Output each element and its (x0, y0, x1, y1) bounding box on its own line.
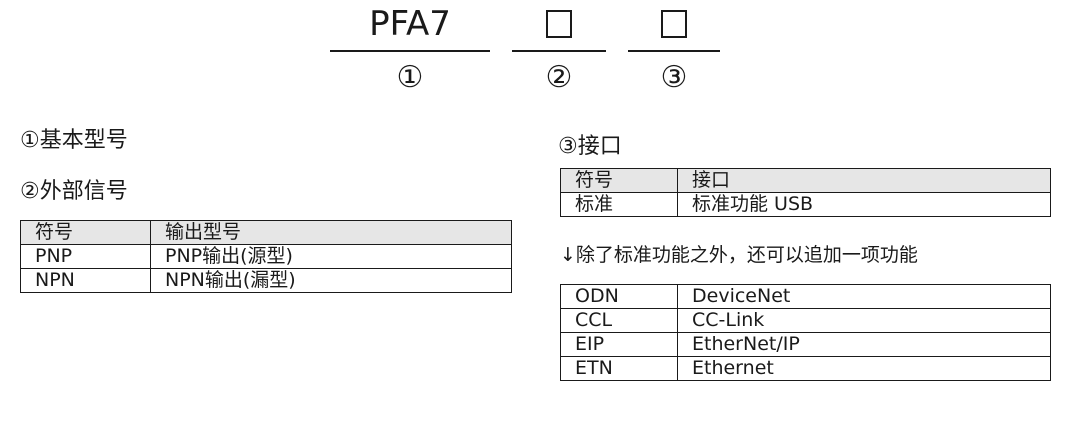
interface-header-symbol: 符号 (560, 168, 678, 193)
table-row: EIP EtherNet/IP (560, 332, 1051, 357)
option-row-1-symbol: ODN (560, 284, 678, 309)
table-row: PNP PNP输出(源型) (20, 244, 512, 269)
interface-row-1-desc: 标准功能 USB (677, 192, 1051, 217)
signal-row-2-desc: NPN输出(漏型) (150, 268, 512, 293)
slot-3-box (661, 10, 687, 38)
marker-3: ③ (660, 60, 688, 95)
model-code-base-underline (330, 50, 490, 52)
interface-header-interface: 接口 (677, 168, 1051, 193)
section-signal-title: ②外部信号 (20, 179, 128, 204)
table-row: ODN DeviceNet (560, 284, 1051, 309)
marker-2: ② (545, 60, 573, 95)
option-row-4-desc: Ethernet (677, 356, 1051, 381)
interface-note: ↓除了标准功能之外，还可以追加一项功能 (560, 244, 918, 266)
option-row-2-symbol: CCL (560, 308, 678, 333)
table-row: ETN Ethernet (560, 356, 1051, 381)
slot-2-box (546, 10, 572, 38)
signal-row-1-symbol: PNP (20, 244, 151, 269)
model-code-slot-2-underline (512, 50, 606, 52)
marker-1: ① (396, 60, 424, 95)
option-row-2-desc: CC-Link (677, 308, 1051, 333)
interface-table: 符号 接口 标准 标准功能 USB (560, 168, 1051, 217)
table-row: NPN NPN输出(漏型) (20, 268, 512, 293)
signal-table: 符号 输出型号 PNP PNP输出(源型) NPN NPN输出(漏型) (20, 220, 512, 293)
signal-table-header: 符号 输出型号 (20, 220, 512, 245)
signal-row-2-symbol: NPN (20, 268, 151, 293)
interface-options-table: ODN DeviceNet CCL CC-Link EIP EtherNet/I… (560, 284, 1051, 381)
model-code-slot-3 (628, 4, 720, 42)
table-row: CCL CC-Link (560, 308, 1051, 333)
option-row-4-symbol: ETN (560, 356, 678, 381)
signal-header-symbol: 符号 (20, 220, 151, 245)
signal-header-output: 输出型号 (150, 220, 512, 245)
option-row-3-symbol: EIP (560, 332, 678, 357)
model-code-base: PFA7 (330, 4, 490, 44)
model-code-slot-2 (512, 4, 606, 42)
section-base-title: ①基本型号 (20, 128, 128, 153)
interface-row-1-symbol: 标准 (560, 192, 678, 217)
model-code-slot-3-underline (628, 50, 720, 52)
option-row-1-desc: DeviceNet (677, 284, 1051, 309)
option-row-3-desc: EtherNet/IP (677, 332, 1051, 357)
interface-table-header: 符号 接口 (560, 168, 1051, 193)
signal-row-1-desc: PNP输出(源型) (150, 244, 512, 269)
model-code-base-text: PFA7 (369, 4, 451, 44)
table-row: 标准 标准功能 USB (560, 192, 1051, 217)
section-interface-title: ③接口 (558, 134, 622, 159)
